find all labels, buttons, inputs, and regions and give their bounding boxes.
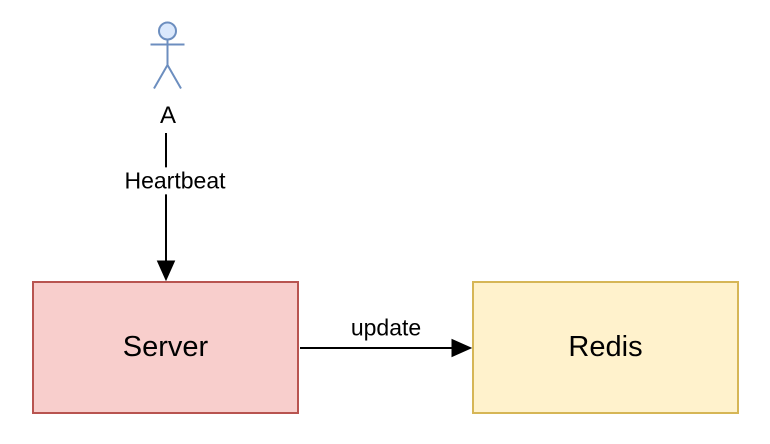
update-arrowhead-icon (451, 338, 473, 358)
node-server: Server (32, 281, 299, 414)
actor-label: A (159, 102, 177, 129)
heartbeat-edge-label: Heartbeat (121, 167, 229, 195)
person-head (158, 21, 177, 41)
person-body (150, 39, 185, 89)
node-redis: Redis (472, 281, 739, 414)
person-icon (150, 21, 185, 89)
update-edge-label: update (347, 314, 425, 342)
node-redis-label: Redis (568, 331, 643, 363)
heartbeat-arrowhead-icon (156, 260, 176, 282)
heartbeat-arrow (156, 133, 176, 282)
update-arrow (300, 338, 473, 358)
node-server-label: Server (122, 331, 209, 363)
